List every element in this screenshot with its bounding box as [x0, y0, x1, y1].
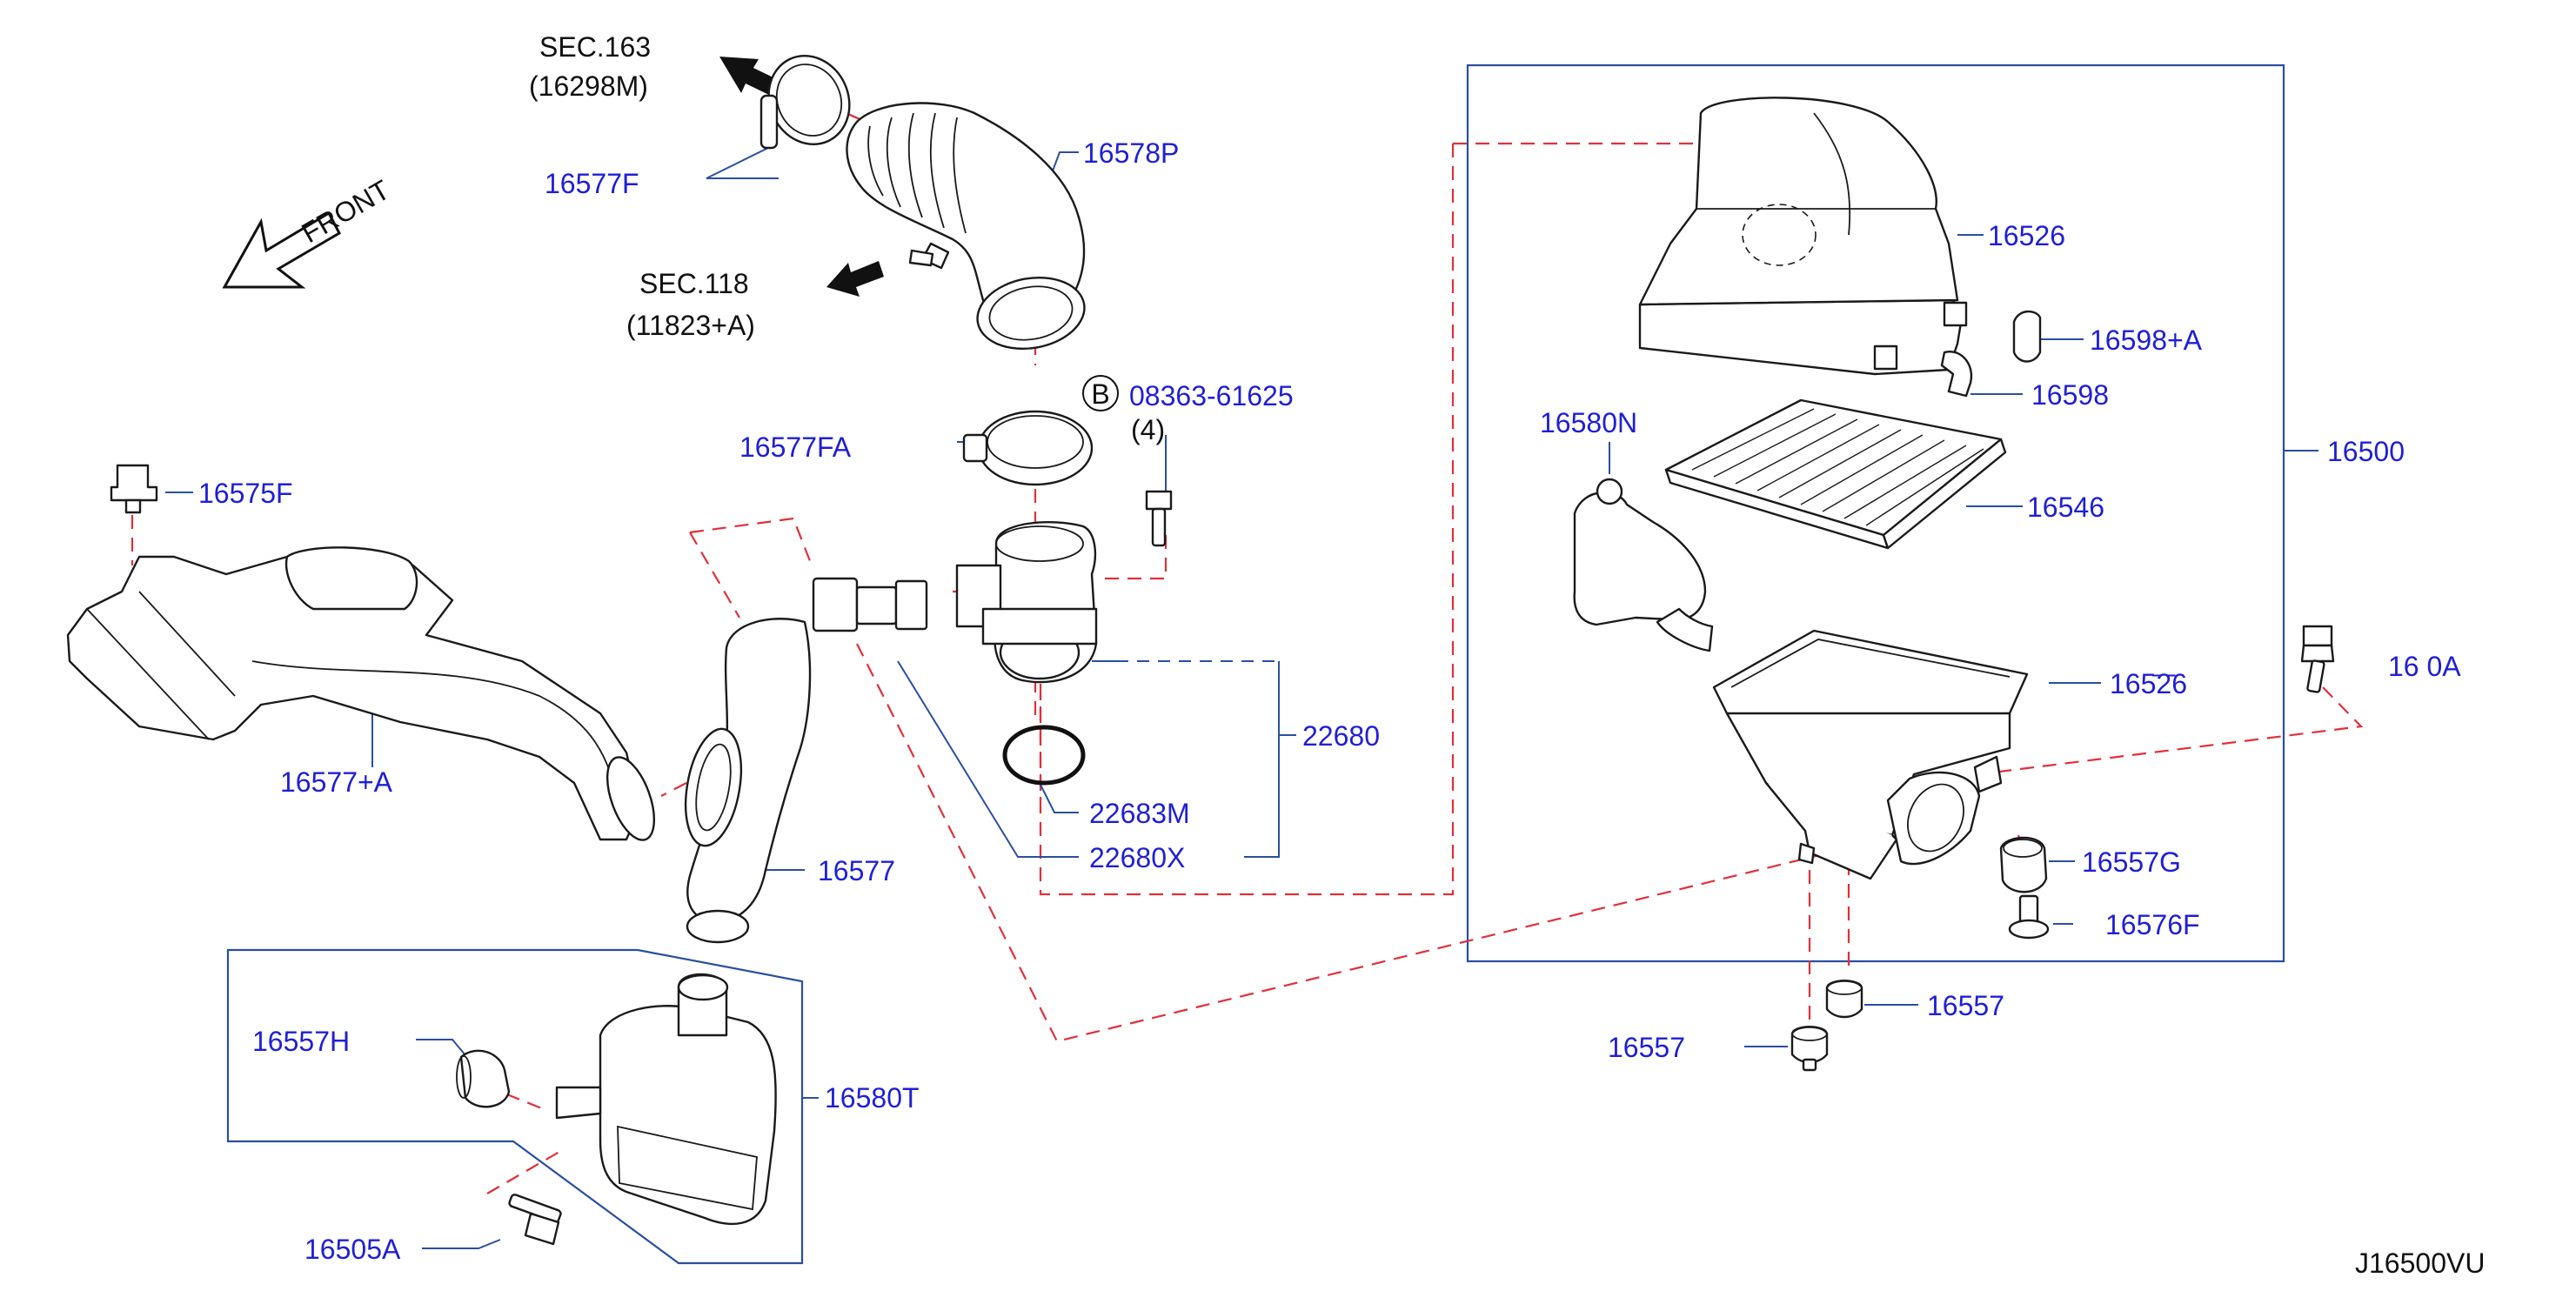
resonator-16580N — [1573, 478, 1714, 652]
intake-duct-16578P — [846, 102, 1086, 351]
part-label-16575F: 16575F — [198, 478, 293, 509]
mount-16557-left — [1790, 1026, 1829, 1072]
diagram-code: J16500VU — [2355, 1248, 2485, 1279]
part-label-16500: 16500 — [2327, 436, 2405, 467]
bolt-16505A — [508, 1194, 562, 1246]
bolt-callout-qty: (4) — [1131, 414, 1165, 445]
air-filter-element-16546 — [1664, 398, 2007, 550]
sec163-arrow-icon — [719, 57, 779, 96]
front-label: FRONT — [297, 174, 395, 249]
part-label-22680: 22680 — [1302, 720, 1380, 752]
resonator-16580T — [555, 973, 777, 1225]
resonator-group-box — [226, 948, 804, 1265]
part-label-22680X: 22680X — [1089, 842, 1185, 873]
part-label-16557H: 16557H — [252, 1026, 350, 1057]
air-duct-16577 — [684, 618, 812, 944]
bolt-callout-part: 08363-61625 — [1129, 380, 1294, 411]
part-label-22683M: 22683M — [1089, 798, 1190, 829]
clip-16598A — [2012, 310, 2042, 363]
hose-clamp-16577FA — [962, 410, 1094, 486]
part-label-16546: 16546 — [2027, 492, 2104, 523]
sec118-arrow-icon — [826, 261, 884, 297]
part-label-16577F: 16577F — [545, 168, 639, 199]
mount-16557-right — [1825, 980, 1863, 1019]
part-label-16576F: 16576F — [2105, 909, 2200, 940]
svg-text:B: B — [1091, 378, 1109, 410]
clip-16598 — [1940, 351, 1973, 398]
pin-16576F — [2008, 894, 2050, 940]
bolt-16575F — [110, 464, 158, 514]
bolt-08363-61625 — [1145, 490, 1173, 547]
o-ring-22683M — [1002, 725, 1086, 786]
air-cleaner-assembly-box — [1466, 64, 2285, 963]
maf-connector — [812, 577, 928, 632]
part-label-16526: 16526 — [1988, 220, 2065, 251]
part-label-16505A: 16505A — [304, 1234, 401, 1265]
sec118-title: SEC.118 — [639, 268, 749, 299]
grommet-16557G — [1999, 836, 2048, 893]
part-label-16528: 165̄2̄6 — [2110, 668, 2187, 699]
air-inlet-duct-16577A — [66, 546, 656, 841]
hose-clamp-16577F — [759, 54, 851, 150]
sec163-title: SEC.163 — [539, 31, 651, 63]
grommet-16557H — [456, 1049, 511, 1108]
leader-lines — [165, 143, 2318, 1249]
front-arrow-icon — [222, 211, 341, 289]
air-cleaner-lower-body-16528 — [1712, 629, 2029, 880]
part-label-16580N: 16580N — [1540, 407, 1637, 438]
part-label-16577: 16577 — [818, 855, 895, 886]
part-label-16557-left: 16557 — [1608, 1032, 1685, 1063]
part-label-16557G: 16557G — [2082, 846, 2181, 878]
part-label-16578P: 16578P — [1083, 137, 1179, 169]
sec163-code: (16298M) — [529, 70, 648, 102]
part-label-16510A: 16 0A — [2388, 651, 2461, 682]
part-label-16577FA: 16577FA — [739, 431, 852, 463]
air-cleaner-cover-16526 — [1638, 97, 1968, 376]
part-label-16580T: 16580T — [825, 1082, 920, 1114]
sec118-code: (11823+A) — [626, 310, 755, 341]
bolt-16510A — [2300, 625, 2335, 693]
part-label-16598A: 16598+A — [2090, 324, 2203, 356]
part-label-16598: 16598 — [2031, 379, 2109, 411]
bolt-callout-symbol: B — [1082, 375, 1119, 411]
part-label-16557-right: 16557 — [1927, 990, 2004, 1021]
part-label-16577A: 16577+A — [280, 766, 393, 798]
mass-air-flow-sensor-22680 — [955, 520, 1098, 684]
